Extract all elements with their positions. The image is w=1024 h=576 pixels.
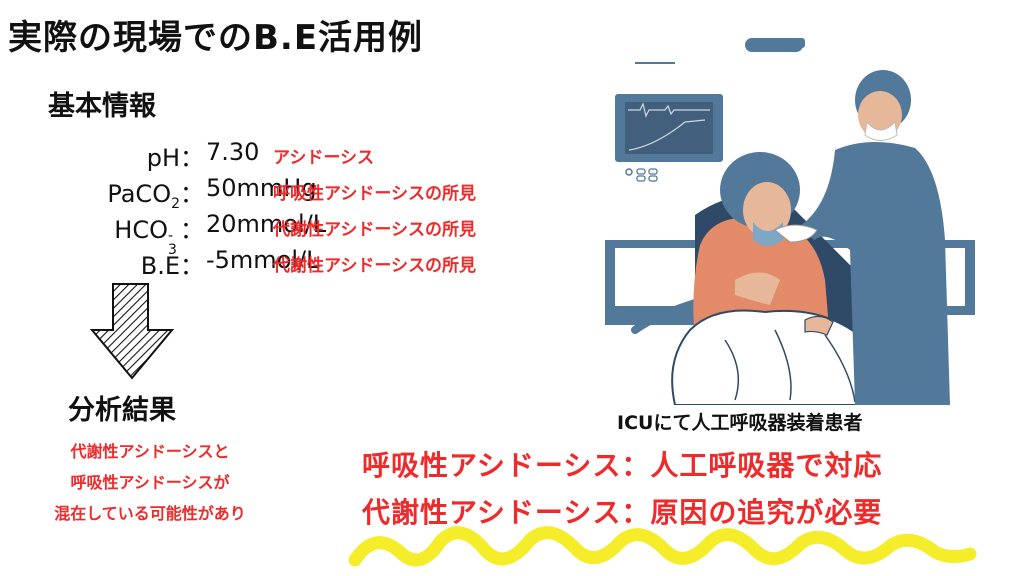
page-title: 実際の現場でのB.E活用例 — [8, 18, 424, 58]
lab-note-paco2: 呼吸性アシドーシスの所見 — [273, 184, 476, 204]
analysis-result: 代謝性アシドーシスと 呼吸性アシドーシスが 混在している可能性があり — [40, 436, 260, 529]
response-respiratory: 呼吸性アシドーシス：人工呼吸器で対応 — [362, 449, 883, 482]
wall-rail — [745, 38, 803, 52]
analysis-line: 呼吸性アシドーシスが — [70, 473, 230, 492]
down-arrow-icon — [89, 283, 175, 380]
monitor-icon — [615, 94, 723, 182]
lab-param-be: B.E： — [140, 252, 204, 280]
analysis-heading: 分析結果 — [68, 395, 176, 426]
highlight-squiggle — [348, 526, 977, 567]
response-metabolic: 代謝性アシドーシス：原因の追究が必要 — [362, 496, 883, 529]
lab-note-ph: アシドーシス — [273, 148, 374, 168]
patient-icon — [693, 152, 830, 340]
lab-note-hco3: 代謝性アシドーシスの所見 — [273, 220, 476, 240]
lab-param-hco3: HCO-3： — [114, 216, 204, 258]
analysis-line: 代謝性アシドーシスと — [70, 442, 230, 461]
doctor-icon — [774, 70, 950, 405]
lab-value-ph: 7.30 — [206, 138, 260, 166]
lab-value-be: -5mmol/L — [206, 246, 320, 274]
analysis-line: 混在している可能性があり — [54, 504, 246, 523]
lab-param-ph: pH： — [146, 144, 204, 172]
lab-note-be: 代謝性アシドーシスの所見 — [273, 256, 476, 276]
lab-value-hco3: 20mmol/L — [206, 210, 327, 238]
basic-info-heading: 基本情報 — [48, 91, 156, 122]
illustration-caption: ICUにて人工呼吸器装着患者 — [617, 412, 863, 434]
lab-param-paco2: PaCO2： — [107, 180, 204, 212]
lab-value-paco2: 50mmHg — [206, 174, 317, 202]
icu-illustration — [605, 38, 975, 405]
